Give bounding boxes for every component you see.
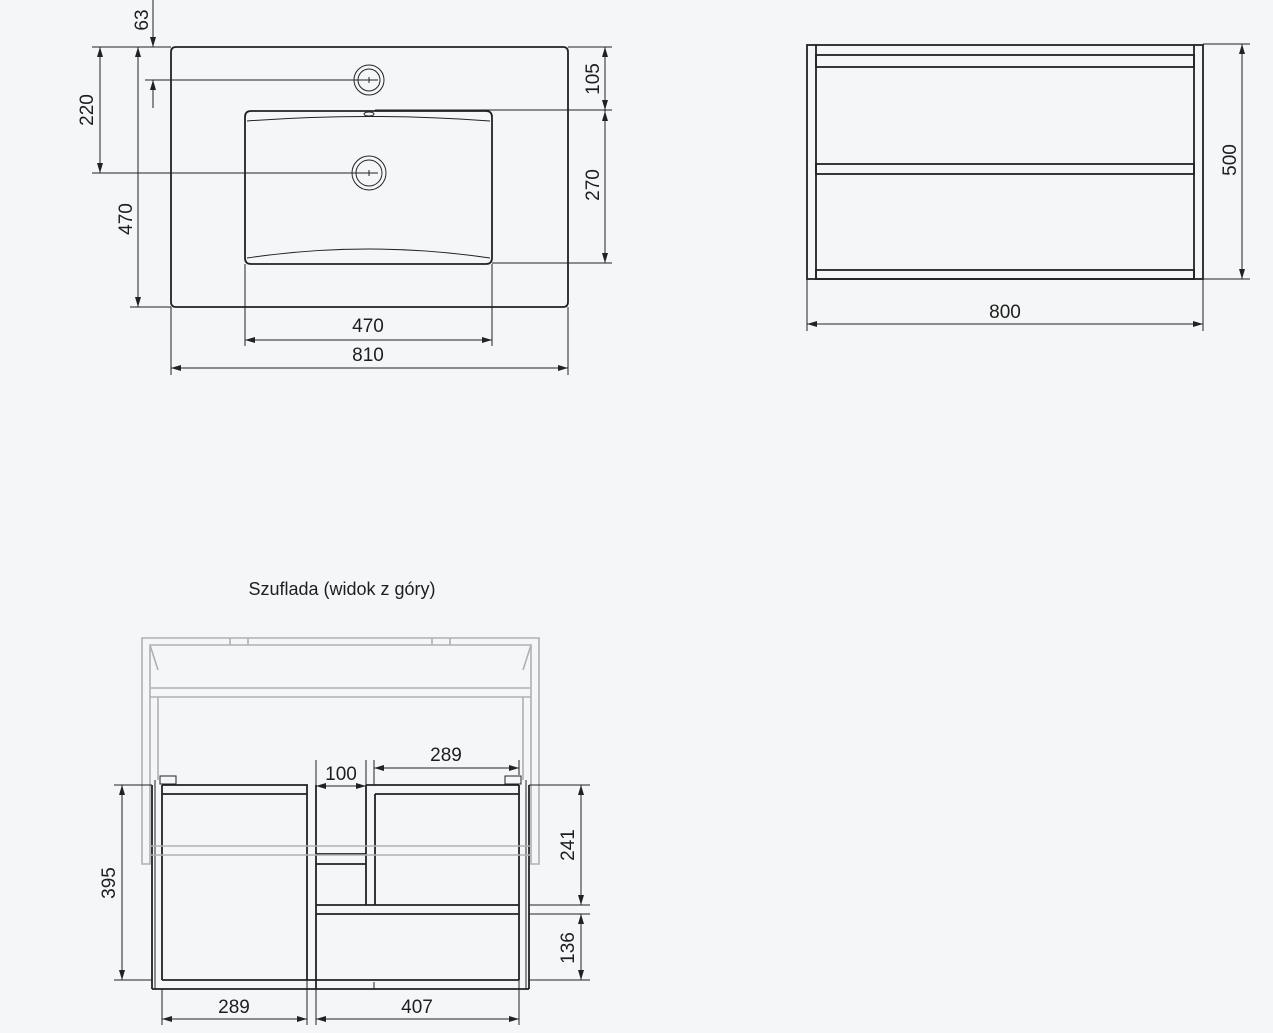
dim-105: 105: [583, 63, 604, 95]
dim-220: 220: [77, 94, 98, 126]
dim-810: 810: [352, 345, 384, 366]
drawer-top-view: 100 289 395 241 136 289 407: [99, 637, 590, 1025]
dim-270: 270: [583, 169, 604, 201]
basin-top-view: 63 220 470 105 270 470 810: [77, 0, 612, 375]
cabinet-outline: [806, 44, 1204, 280]
cabinet-top-rail: [815, 54, 1195, 68]
dim-63: 63: [132, 9, 153, 30]
cabinet-front-view: 500 800: [806, 43, 1250, 331]
cabinet-hidden-outline: [141, 637, 540, 865]
dim-500: 500: [1220, 144, 1241, 176]
drawer-view-caption: Szuflada (widok z góry): [248, 579, 435, 599]
dim-136: 136: [558, 932, 579, 964]
basin-outline: [170, 46, 569, 308]
dim-407: 407: [401, 997, 433, 1018]
basin-bowl-front-edge: [246, 248, 491, 259]
basin-bowl-inner-edge: [246, 116, 491, 122]
drawer-front: [152, 979, 529, 990]
cabinet-bottom-rail: [815, 269, 1195, 280]
dim-470-horizontal: 470: [352, 316, 384, 337]
cabinet-middle-rail: [815, 163, 1195, 175]
drawer-handle-right: [504, 775, 522, 785]
dim-470-vertical: 470: [116, 203, 137, 235]
dim-395: 395: [99, 867, 120, 899]
drawer-handle-left: [159, 775, 177, 785]
basin-bowl: [244, 110, 493, 265]
dim-241: 241: [558, 829, 579, 861]
dim-100: 100: [325, 764, 357, 785]
overflow-slot: [363, 111, 375, 117]
dim-800: 800: [989, 302, 1021, 323]
dim-289-bottom: 289: [218, 997, 250, 1018]
dim-289-top: 289: [430, 745, 462, 766]
